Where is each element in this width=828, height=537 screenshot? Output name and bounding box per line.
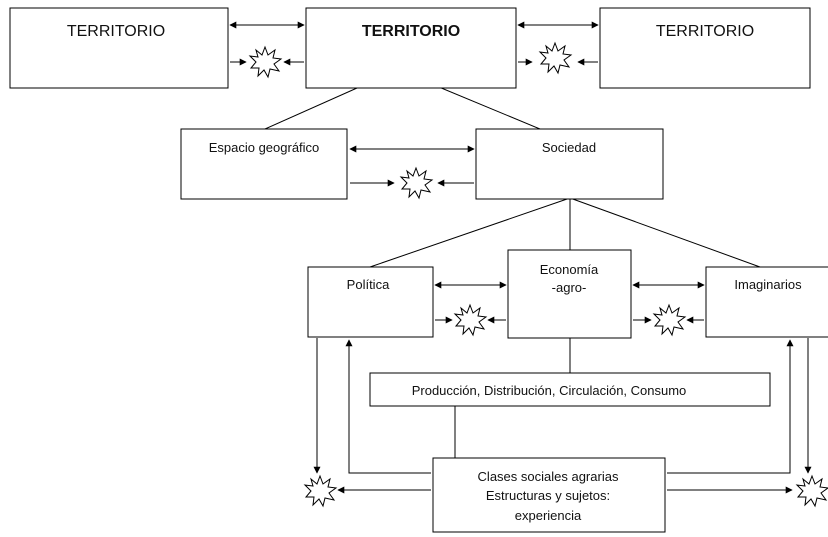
- box-imaginarios: Imaginarios: [705, 266, 828, 338]
- produccion-label: Producción, Distribución, Circulación, C…: [412, 383, 687, 398]
- burst-icon-top-right: [539, 42, 572, 74]
- territorio-right-label: TERRITORIO: [656, 23, 754, 40]
- clases-label-line2: Estructuras y sujetos:: [486, 488, 610, 503]
- box-espacio-geografico: Espacio geográfico: [180, 128, 348, 200]
- arrow-clases-to-politica: [345, 339, 431, 474]
- imaginarios-label: Imaginarios: [734, 277, 802, 292]
- box-sociedad: Sociedad: [475, 128, 664, 200]
- clases-label-line1: Clases sociales agrarias: [478, 469, 619, 484]
- box-politica: Política: [307, 266, 434, 338]
- connector-sociedad-politica: [369, 197, 571, 268]
- burst-icon-right: [653, 304, 686, 336]
- arrow-clases-to-imaginarios: [667, 339, 794, 474]
- box-produccion: Producción, Distribución, Circulación, C…: [369, 372, 771, 407]
- economia-label-line1: Economía: [540, 262, 599, 277]
- burst-icon-left: [454, 304, 487, 336]
- box-territorio-center: TERRITORIO: [305, 7, 517, 89]
- territorio-left-label: TERRITORIO: [67, 23, 165, 40]
- economia-label-line2: -agro-: [552, 280, 587, 295]
- box-territorio-right: TERRITORIO: [599, 7, 811, 89]
- burst-icon-bottom-right: [796, 475, 828, 507]
- burst-icon-bottom-left: [304, 475, 337, 507]
- box-economia: Economía -agro-: [507, 249, 632, 339]
- arrows-top: [229, 21, 599, 66]
- arrows-row3: [434, 281, 705, 324]
- sociedad-label: Sociedad: [542, 140, 596, 155]
- arrows-bottom: [313, 338, 812, 494]
- politica-label: Política: [347, 277, 390, 292]
- burst-icon-middle: [400, 167, 433, 199]
- arrows-row2: [349, 145, 475, 187]
- territorio-center-label: TERRITORIO: [362, 23, 460, 40]
- espacio-geografico-label: Espacio geográfico: [209, 140, 320, 155]
- burst-icon-top-left: [249, 46, 282, 78]
- clases-label-line3: experiencia: [515, 508, 582, 523]
- connector-sociedad-imaginarios: [569, 197, 761, 268]
- box-territorio-left: TERRITORIO: [9, 7, 229, 89]
- box-clases-sociales: Clases sociales agrarias Estructuras y s…: [432, 457, 666, 533]
